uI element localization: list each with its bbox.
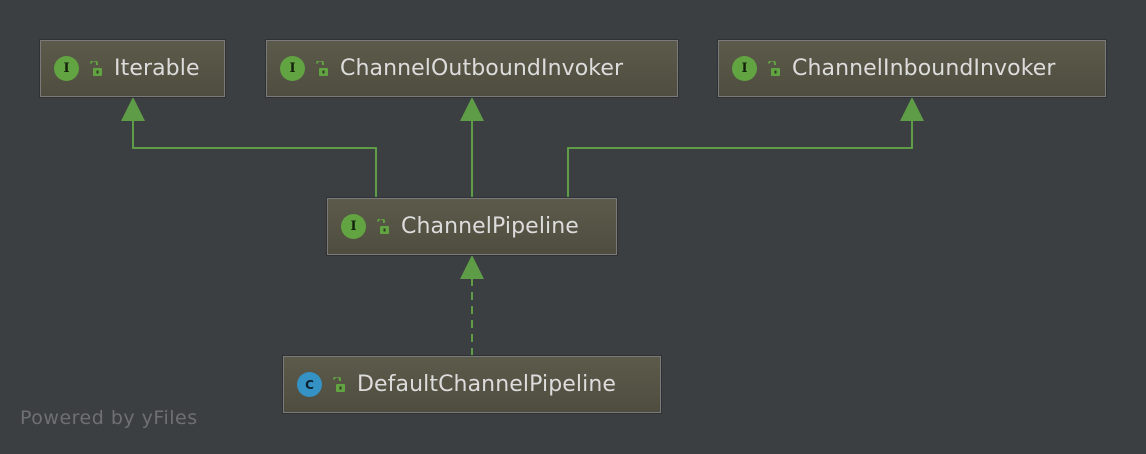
powered-by-watermark: Powered by yFiles (20, 407, 198, 429)
open-lock-icon (90, 60, 102, 76)
node-channel-outbound-invoker[interactable]: I ChannelOutboundInvoker (266, 40, 678, 97)
open-lock-icon (768, 60, 780, 76)
interface-badge-icon: I (280, 56, 305, 81)
interface-badge-icon: I (732, 56, 757, 81)
open-lock-icon (333, 376, 345, 392)
node-label: ChannelPipeline (401, 214, 579, 239)
node-label: DefaultChannelPipeline (357, 372, 617, 397)
node-label: Iterable (114, 56, 200, 81)
open-lock-icon (377, 218, 389, 234)
interface-badge-icon: I (54, 56, 79, 81)
node-channel-inbound-invoker[interactable]: I ChannelInboundInvoker (718, 40, 1106, 97)
node-label: ChannelOutboundInvoker (340, 56, 624, 81)
interface-badge-icon: I (341, 214, 366, 239)
edge-pipeline-to-iterable (132, 120, 377, 198)
arrowhead-pipeline (460, 255, 484, 279)
node-label: ChannelInboundInvoker (792, 56, 1056, 81)
node-channel-pipeline[interactable]: I ChannelPipeline (327, 198, 617, 255)
node-iterable[interactable]: I Iterable (40, 40, 225, 97)
open-lock-icon (316, 60, 328, 76)
arrowhead-iterable (121, 97, 145, 121)
arrowhead-outbound (460, 97, 484, 121)
class-badge-icon: C (297, 372, 322, 397)
node-default-channel-pipeline[interactable]: C DefaultChannelPipeline (283, 356, 661, 413)
edge-pipeline-to-inbound (567, 120, 913, 198)
arrowhead-inbound (900, 97, 924, 121)
